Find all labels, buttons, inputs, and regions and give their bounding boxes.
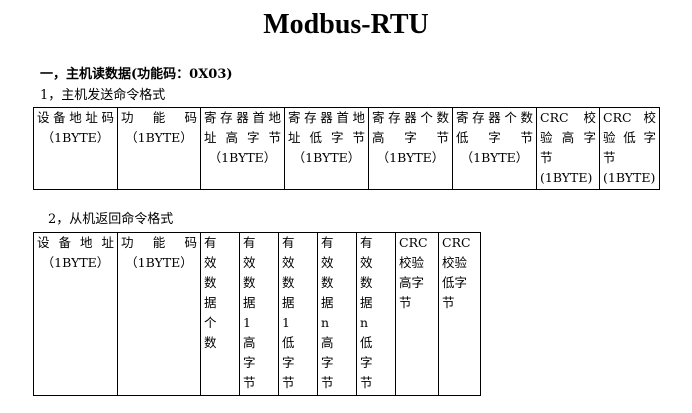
cell-line: （1BYTE） — [41, 130, 110, 145]
cell-line: 高 — [243, 335, 256, 350]
cell-line: 数 — [204, 275, 217, 290]
cell-line: 节 — [243, 375, 256, 390]
sub-heading-return-format: 2，从机返回命令格式 — [48, 212, 174, 227]
cell-line: 节 — [321, 375, 334, 390]
cell-line: 址高字节 — [204, 130, 281, 145]
table-cell-data1-high: 有效数据 1 高字节 — [239, 232, 279, 396]
cell-line: 有 — [204, 235, 217, 250]
cell-line: 寄存器首地 — [204, 110, 281, 125]
cell-line: 节 — [360, 375, 373, 390]
cell-line: (1BYTE) — [603, 170, 656, 185]
cell-line: 据 — [282, 295, 295, 310]
sub-heading-send-format: 1，主机发送命令格式 — [40, 88, 166, 103]
table-cell-register-start-low: 寄存器首地 址低字节 （1BYTE） — [284, 107, 369, 190]
cell-line: 验高字 — [540, 130, 596, 145]
cell-line: 验低字 — [603, 130, 656, 145]
cell-line: 字 — [243, 355, 256, 370]
cell-line: 数 — [321, 275, 334, 290]
cell-line: 址低字节 — [288, 130, 365, 145]
table-cell-crc-low: CRC 校 验低字 节 (1BYTE) — [599, 107, 660, 190]
cell-line: 校验 — [442, 255, 468, 270]
cell-line: 字 — [282, 355, 295, 370]
cell-line: 有 — [321, 235, 334, 250]
table-cell-device-address: 设备地址码 （1BYTE） — [33, 107, 118, 190]
cell-line: 效 — [321, 255, 334, 270]
cell-line: 效 — [282, 255, 295, 270]
cell-line: 字 — [360, 355, 373, 370]
cell-line: 节 — [282, 375, 295, 390]
table-cell-crc-high: CRC 校 验高字 节 (1BYTE) — [536, 107, 600, 190]
cell-line: 个 — [204, 315, 217, 330]
table-cell-crc-low: CRC 校验低字节 — [438, 232, 481, 396]
cell-line: （1BYTE） — [376, 150, 445, 165]
cell-line: 低 — [282, 335, 295, 350]
cell-line: 效 — [360, 255, 373, 270]
cell-line: CRC — [442, 235, 471, 250]
cell-line: n — [321, 315, 330, 330]
cell-line: 设备地址码 — [37, 110, 114, 125]
cell-line: （1BYTE） — [125, 255, 193, 270]
cell-line: 数 — [282, 275, 295, 290]
table-cell-function-code: 功 能 码 （1BYTE） — [117, 232, 201, 396]
cell-line: 高字 — [399, 275, 425, 290]
cell-line: 设备地址 — [37, 235, 114, 250]
cell-line: 功 能 码 — [121, 110, 197, 125]
table-cell-device-address: 设备地址 （1BYTE） — [33, 232, 118, 396]
cell-line: 有 — [243, 235, 256, 250]
cell-line: 节 — [603, 150, 616, 165]
cell-line: （1BYTE） — [125, 130, 193, 145]
cell-line: 校验 — [399, 255, 425, 270]
cell-line: 数 — [360, 275, 373, 290]
cell-line: 高 — [321, 335, 334, 350]
table-cell-register-count-high: 寄存器个数 高 字 节 （1BYTE） — [368, 107, 453, 190]
cell-line: （1BYTE） — [460, 150, 529, 165]
cell-line: 据 — [360, 295, 373, 310]
cell-line: 效 — [243, 255, 256, 270]
cell-line: 有 — [282, 235, 295, 250]
cell-line: 据 — [243, 295, 256, 310]
cell-line: （1BYTE） — [292, 150, 361, 165]
table-cell-valid-data-count: 有效数据个数 — [200, 232, 240, 396]
send-command-table: 设备地址码 （1BYTE） 功 能 码 （1BYTE） 寄存器首地 址高字节 （… — [33, 107, 660, 190]
cell-line: 据 — [321, 295, 334, 310]
table-cell-function-code: 功 能 码 （1BYTE） — [117, 107, 201, 190]
cell-line: 效 — [204, 255, 217, 270]
cell-line: 低 — [360, 335, 373, 350]
cell-line: 节 — [540, 150, 553, 165]
table-cell-data1-low: 有效数据 1 低字节 — [278, 232, 318, 396]
cell-line: 字 — [321, 355, 334, 370]
cell-line: 有 — [360, 235, 373, 250]
cell-line: 高 字 节 — [372, 130, 449, 145]
table-cell-register-count-low: 寄存器个数 低 字 节 （1BYTE） — [452, 107, 537, 190]
cell-line: 寄存器个数 — [372, 110, 449, 125]
cell-line: （1BYTE） — [208, 150, 277, 165]
table-cell-register-start-high: 寄存器首地 址高字节 （1BYTE） — [200, 107, 285, 190]
cell-line: CRC 校 — [540, 110, 596, 125]
table-row: 设备地址码 （1BYTE） 功 能 码 （1BYTE） 寄存器首地 址高字节 （… — [33, 107, 660, 190]
section-heading-read-data: 一，主机读数据(功能码：0X03) — [40, 67, 233, 82]
cell-line: 节 — [442, 295, 455, 310]
cell-line: 低字 — [442, 275, 468, 290]
cell-line: 据 — [204, 295, 217, 310]
cell-line: n — [360, 315, 369, 330]
cell-line: 功 能 码 — [121, 235, 197, 250]
cell-line: 寄存器个数 — [456, 110, 533, 125]
table-cell-crc-high: CRC 校验高字节 — [395, 232, 439, 396]
cell-line: CRC — [399, 235, 428, 250]
page-title: Modbus-RTU — [263, 9, 429, 40]
cell-line: (1BYTE) — [540, 170, 593, 185]
cell-line: 寄存器首地 — [288, 110, 365, 125]
cell-line: 数 — [204, 335, 217, 350]
cell-line: （1BYTE） — [41, 255, 110, 270]
cell-line: 1 — [243, 315, 251, 330]
cell-line: CRC 校 — [603, 110, 656, 125]
cell-line: 节 — [399, 295, 412, 310]
cell-line: 低 字 节 — [456, 130, 533, 145]
cell-line: 1 — [282, 315, 290, 330]
cell-line: 数 — [243, 275, 256, 290]
